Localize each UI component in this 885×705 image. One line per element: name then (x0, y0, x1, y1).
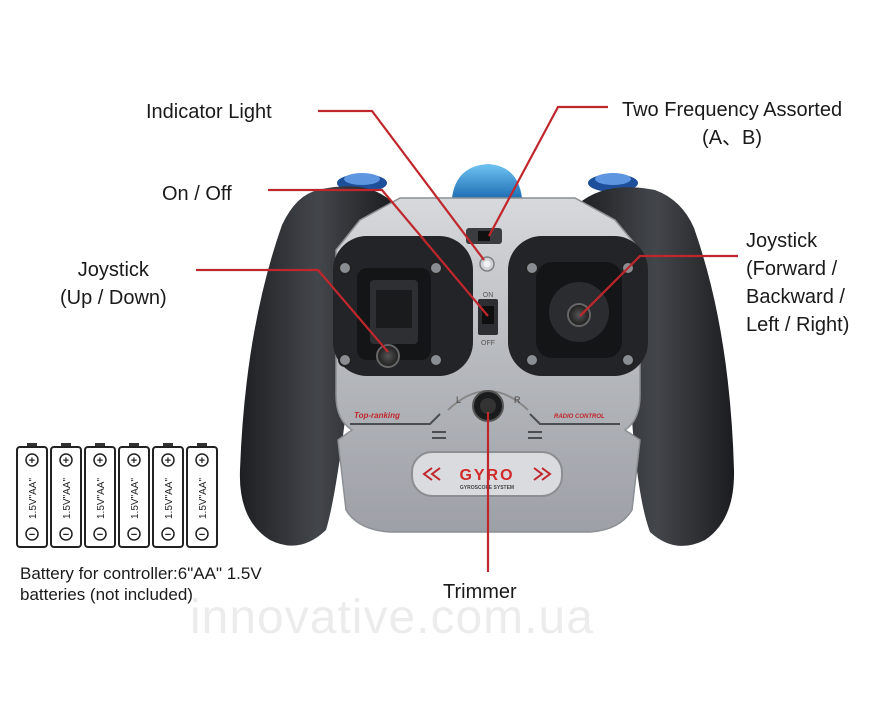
battery-minus-sign: − (97, 529, 103, 541)
right-joystick[interactable] (508, 236, 648, 376)
panel-left-text: Top-ranking (354, 411, 400, 420)
trim-left-label: L (456, 395, 461, 405)
antenna-cap (452, 164, 522, 198)
label-joystick-left: Joystick (Up / Down) (60, 256, 167, 312)
watermark: innovative.com.ua (190, 591, 594, 644)
battery-plus-sign: + (131, 455, 137, 467)
label-trimmer-text: Trimmer (443, 581, 517, 603)
switch-on-label: ON (483, 292, 494, 299)
trim-right-label: R (514, 395, 521, 405)
label-joystick-right-sub3: Left / Right) (746, 314, 850, 336)
battery-label: 1.5V"AA" (62, 478, 73, 519)
left-joystick[interactable] (333, 236, 473, 376)
label-battery-line1: Battery for controller:6"AA" 1.5V (20, 564, 262, 583)
label-two-frequency-sub: (A、B) (702, 127, 763, 149)
label-indicator-light-text: Indicator Light (146, 101, 272, 123)
pointer-joystick-left (196, 268, 389, 353)
aa-battery: +1.5V"AA" − (84, 443, 116, 548)
label-battery: Battery for controller:6"AA" 1.5V batter… (20, 563, 262, 605)
battery-minus-sign: − (131, 529, 137, 541)
battery-minus-sign: − (29, 529, 35, 541)
pointer-two-frequency (488, 105, 608, 237)
battery-minus-sign: − (63, 529, 69, 541)
battery-plus-sign: + (199, 455, 205, 467)
battery-plus-sign: + (165, 455, 171, 467)
battery-group: +1.5V"AA" − +1.5V"AA" − +1.5V"AA" − +1.5V"AA" −… (16, 443, 218, 548)
battery-plus-sign: + (29, 455, 35, 467)
pointer-indicator-light (318, 109, 485, 261)
battery-label: 1.5V"AA" (130, 478, 141, 519)
label-joystick-right-sub2: Backward / (746, 286, 845, 308)
aa-battery: +1.5V"AA" − (186, 443, 218, 548)
frequency-switch[interactable] (466, 228, 502, 244)
trim-dial[interactable]: L R (447, 390, 529, 422)
label-trimmer: Trimmer (443, 578, 517, 606)
aa-battery: +1.5V"AA" − (16, 443, 48, 548)
switch-off-label: OFF (481, 340, 495, 347)
label-joystick-left-sub: (Up / Down) (60, 287, 167, 309)
label-joystick-right-sub1: (Forward / (746, 258, 838, 280)
aa-battery: +1.5V"AA" − (118, 443, 150, 548)
battery-minus-sign: − (165, 529, 171, 541)
battery-label: 1.5V"AA" (164, 478, 175, 519)
pointer-lines (196, 105, 738, 572)
battery-plus-sign: + (97, 455, 103, 467)
battery-minus-sign: − (199, 529, 205, 541)
pointer-joystick-right (579, 254, 738, 317)
battery-label: 1.5V"AA" (198, 478, 209, 519)
label-joystick-right-text: Joystick (746, 230, 818, 252)
battery-plus-sign: + (63, 455, 69, 467)
panel-right-text: RADIO CONTROL (554, 414, 605, 420)
label-joystick-right: Joystick (Forward / Backward / Left / Ri… (746, 227, 849, 339)
label-joystick-left-text: Joystick (77, 259, 149, 281)
pointer-on-off (268, 188, 489, 317)
power-switch[interactable]: ON OFF (478, 292, 498, 347)
label-on-off: On / Off (162, 180, 232, 208)
battery-label: 1.5V"AA" (28, 478, 39, 519)
label-battery-line2: batteries (not included) (20, 585, 193, 604)
label-two-frequency-text: Two Frequency Assorted (622, 99, 843, 121)
label-indicator-light: Indicator Light (146, 98, 272, 126)
indicator-light (479, 256, 495, 272)
gyro-badge-title: GYRO (459, 467, 514, 484)
label-on-off-text: On / Off (162, 183, 232, 205)
aa-battery: +1.5V"AA" − (50, 443, 82, 548)
panel-stripes (350, 413, 620, 439)
aa-battery: +1.5V"AA" − (152, 443, 184, 548)
battery-label: 1.5V"AA" (96, 478, 107, 519)
label-two-frequency: Two Frequency Assorted (A、B) (622, 96, 842, 152)
